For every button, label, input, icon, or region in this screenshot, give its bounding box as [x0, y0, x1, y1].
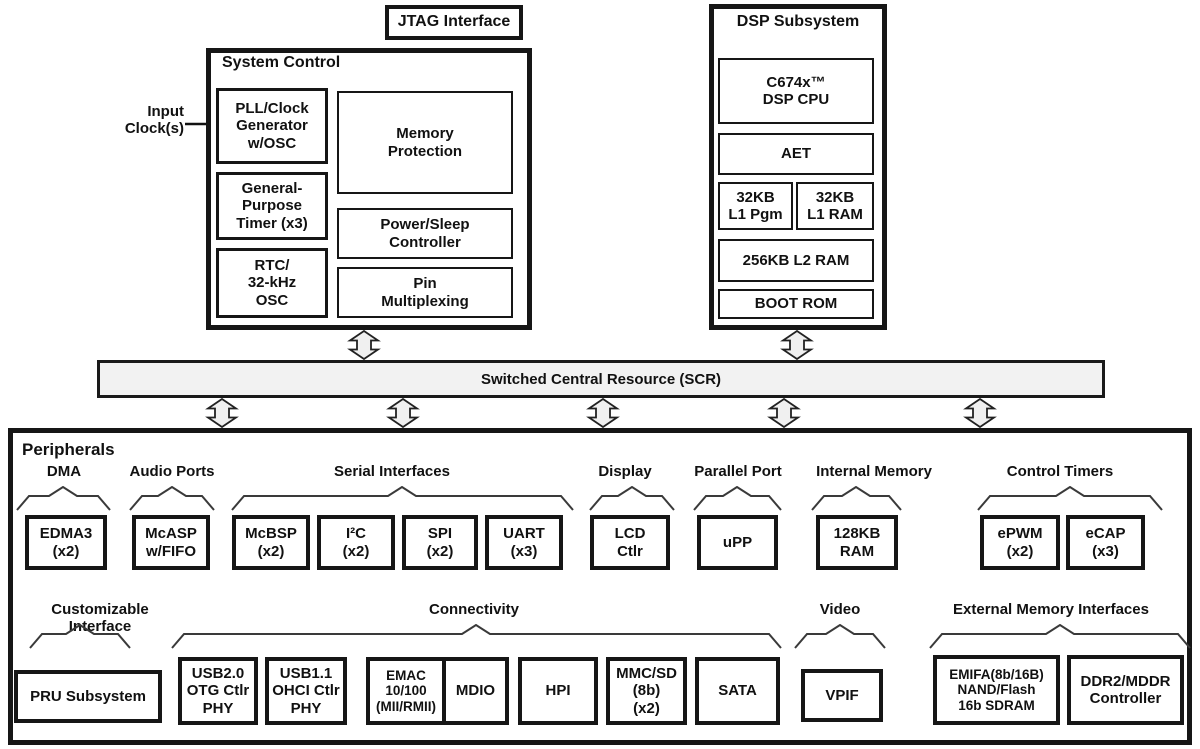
bidirectional-arrow-icon [767, 398, 801, 428]
group-label-control-timers: Control Timers [1006, 463, 1114, 480]
group-label-audio-ports: Audio Ports [129, 463, 215, 480]
peripheral-uart: UART (x3) [485, 515, 563, 570]
group-label-dma: DMA [46, 463, 82, 480]
peripheral-lcd-ctlr: LCD Ctlr [590, 515, 670, 570]
peripheral-usb1-ohci: USB1.1 OHCI Ctlr PHY [265, 657, 347, 725]
l1-ram-block: 32KB L1 RAM [796, 182, 874, 230]
group-brace [977, 486, 1163, 511]
peripheral-128kb-ram: 128KB RAM [816, 515, 898, 570]
boot-rom-block: BOOT ROM [718, 289, 874, 319]
peripheral-mcasp: McASP w/FIFO [132, 515, 210, 570]
aet-block: AET [718, 133, 874, 175]
peripheral-emifa: EMIFA(8b/16B) NAND/Flash 16b SDRAM [933, 655, 1060, 725]
peripheral-edma3: EDMA3 (x2) [25, 515, 107, 570]
group-brace [16, 486, 111, 511]
group-brace [589, 486, 675, 511]
group-brace [811, 486, 902, 511]
general-purpose-timer-block: General- Purpose Timer (x3) [216, 172, 328, 240]
peripheral-upp: uPP [697, 515, 778, 570]
group-brace [693, 486, 782, 511]
input-clock-label: Input Clock(s) [124, 103, 184, 137]
memory-protection-block: Memory Protection [337, 91, 513, 194]
peripherals-title: Peripherals [22, 440, 115, 459]
bidirectional-arrow-icon [586, 398, 620, 428]
dsp-subsystem-title: DSP Subsystem [736, 13, 860, 30]
group-brace [929, 624, 1191, 649]
peripheral-ecap: eCAP (x3) [1066, 515, 1145, 570]
peripheral-mcbsp: McBSP (x2) [232, 515, 310, 570]
group-label-display: Display [598, 463, 652, 480]
power-sleep-controller-block: Power/Sleep Controller [337, 208, 513, 259]
peripheral-mmc-sd: MMC/SD (8b) (x2) [606, 657, 687, 725]
dsp-cpu-block: C674x™ DSP CPU [718, 58, 874, 124]
group-brace [171, 624, 782, 649]
peripheral-hpi: HPI [518, 657, 598, 725]
bidirectional-arrow-icon [205, 398, 239, 428]
peripheral-i2c: I²C (x2) [317, 515, 395, 570]
group-brace [794, 624, 886, 649]
peripheral-vpif: VPIF [801, 669, 883, 722]
peripheral-ddr2-mddr: DDR2/MDDR Controller [1067, 655, 1184, 725]
group-label-video: Video [819, 601, 861, 618]
group-label-serial-interfaces: Serial Interfaces [334, 463, 450, 480]
bidirectional-arrow-icon [347, 330, 381, 360]
bidirectional-arrow-icon [386, 398, 420, 428]
group-brace [29, 624, 131, 649]
peripheral-spi: SPI (x2) [402, 515, 478, 570]
l2-ram-block: 256KB L2 RAM [718, 239, 874, 282]
l1-pgm-block: 32KB L1 Pgm [718, 182, 793, 230]
peripheral-usb2-otg: USB2.0 OTG Ctlr PHY [178, 657, 258, 725]
peripheral-pru-subsystem: PRU Subsystem [14, 670, 162, 723]
group-brace [129, 486, 215, 511]
group-label-customizable-interface: Customizable Interface [51, 601, 149, 635]
bidirectional-arrow-icon [780, 330, 814, 360]
group-label-internal-memory: Internal Memory [816, 463, 932, 480]
jtag-interface-box: JTAG Interface [385, 5, 523, 40]
peripheral-mdio: MDIO [442, 657, 509, 725]
pll-clock-generator-block: PLL/Clock Generator w/OSC [216, 88, 328, 164]
bidirectional-arrow-icon [963, 398, 997, 428]
peripheral-emac: EMAC 10/100 (MII/RMII) [366, 657, 446, 725]
peripheral-epwm: ePWM (x2) [980, 515, 1060, 570]
group-label-parallel-port: Parallel Port [694, 463, 782, 480]
system-control-title: System Control [222, 54, 341, 71]
pin-multiplexing-block: Pin Multiplexing [337, 267, 513, 318]
group-label-external-memory-interfaces: External Memory Interfaces [953, 601, 1149, 618]
group-label-connectivity: Connectivity [428, 601, 519, 618]
group-brace [231, 486, 574, 511]
switched-central-resource-bar: Switched Central Resource (SCR) [97, 360, 1105, 398]
peripheral-sata: SATA [695, 657, 780, 725]
rtc-osc-block: RTC/ 32-kHz OSC [216, 248, 328, 318]
